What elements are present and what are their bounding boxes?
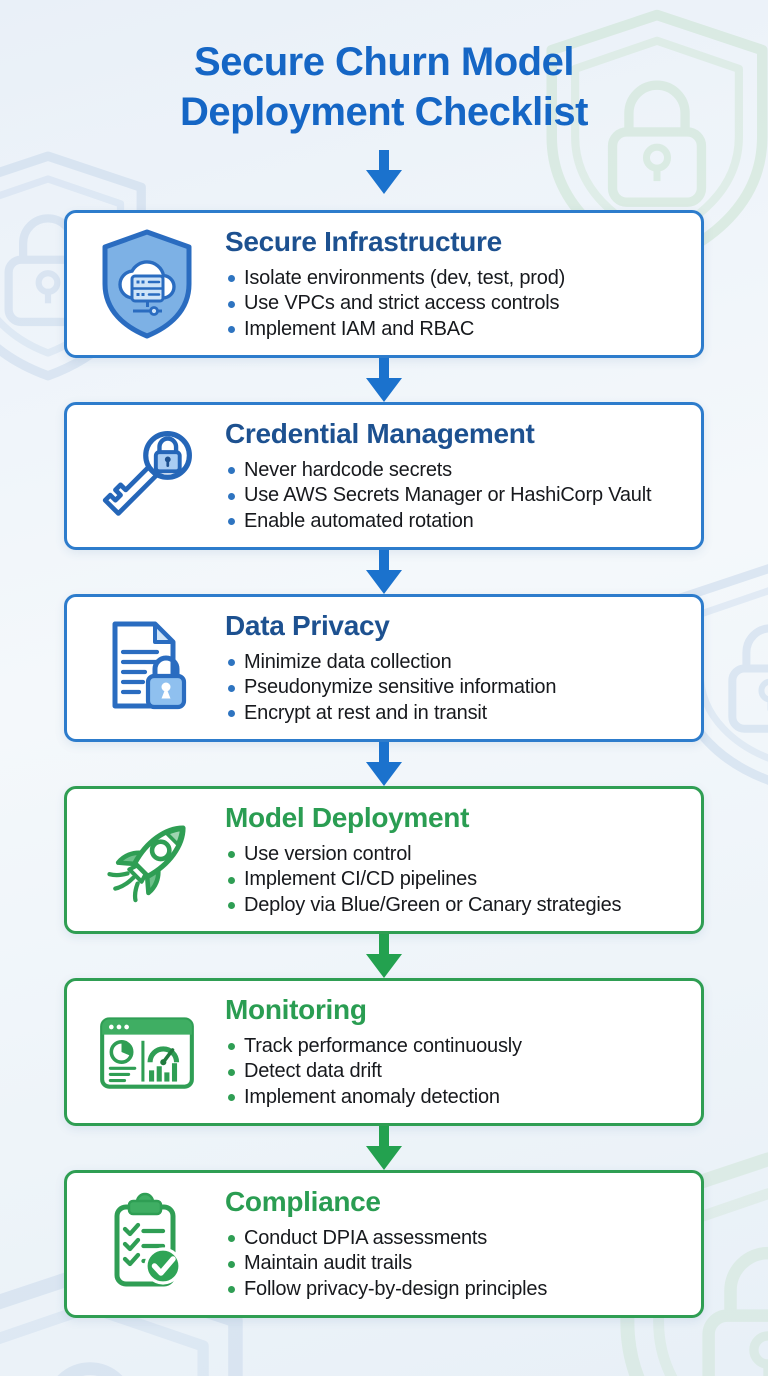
down-arrow-icon [366,1126,402,1171]
bullet-item: Encrypt at rest and in transit [225,701,683,727]
bullet-list: Use version control Implement CI/CD pipe… [225,842,683,919]
bullet-item: Follow privacy-by-design principles [225,1277,683,1303]
down-arrow-icon [366,150,402,195]
section-title: Secure Infrastructure [225,225,502,257]
section-title: Credential Management [225,417,535,449]
monitoring-dashboard-icon [89,999,205,1105]
card-secure-infrastructure: Secure Infrastructure Isolate environmen… [64,210,704,359]
clipboard-check-icon [89,1192,205,1296]
document-lock-icon [89,616,205,720]
bullet-item: Conduct DPIA assessments [225,1226,683,1252]
bullet-item: Implement IAM and RBAC [225,317,683,343]
page-title: Secure Churn Model Deployment Checklist [0,0,768,137]
section-title: Model Deployment [225,801,470,833]
bullet-item: Enable automated rotation [225,509,683,535]
shield-cloud-server-icon [89,228,205,340]
bullet-item: Pseudonymize sensitive information [225,675,683,701]
bullet-item: Use VPCs and strict access controls [225,291,683,317]
card-monitoring: Monitoring Track performance continuousl… [64,978,704,1127]
down-arrow-icon [366,358,402,403]
page-title-line2: Deployment Checklist [180,89,588,134]
card-model-deployment: Model Deployment Use version control Imp… [64,786,704,935]
card-compliance: Compliance Conduct DPIA assessments Main… [64,1170,704,1319]
down-arrow-icon [366,742,402,787]
bullet-list: Conduct DPIA assessments Maintain audit … [225,1226,683,1303]
bullet-item: Implement CI/CD pipelines [225,867,683,893]
bullet-item: Detect data drift [225,1059,683,1085]
section-title: Compliance [225,1185,381,1217]
bullet-item: Track performance continuously [225,1034,683,1060]
bullet-list: Isolate environments (dev, test, prod) U… [225,266,683,343]
bullet-item: Minimize data collection [225,650,683,676]
down-arrow-icon [366,550,402,595]
card-data-privacy: Data Privacy Minimize data collection Ps… [64,594,704,743]
section-title: Monitoring [225,993,367,1025]
rocket-icon [89,807,205,913]
bullet-list: Minimize data collection Pseudonymize se… [225,650,683,727]
bullet-list: Never hardcode secrets Use AWS Secrets M… [225,458,683,535]
bullet-list: Track performance continuously Detect da… [225,1034,683,1111]
card-credential-management: Credential Management Never hardcode sec… [64,402,704,551]
page-title-line1: Secure Churn Model [194,40,574,84]
bullet-item: Deploy via Blue/Green or Canary strategi… [225,893,683,919]
key-lock-icon [89,422,205,530]
bullet-item: Maintain audit trails [225,1251,683,1277]
section-title: Data Privacy [225,609,390,641]
bullet-item: Use AWS Secrets Manager or HashiCorp Vau… [225,483,683,509]
bullet-item: Implement anomaly detection [225,1085,683,1111]
bullet-item: Isolate environments (dev, test, prod) [225,266,683,292]
down-arrow-icon [366,934,402,979]
bullet-item: Use version control [225,842,683,868]
bullet-item: Never hardcode secrets [225,458,683,484]
